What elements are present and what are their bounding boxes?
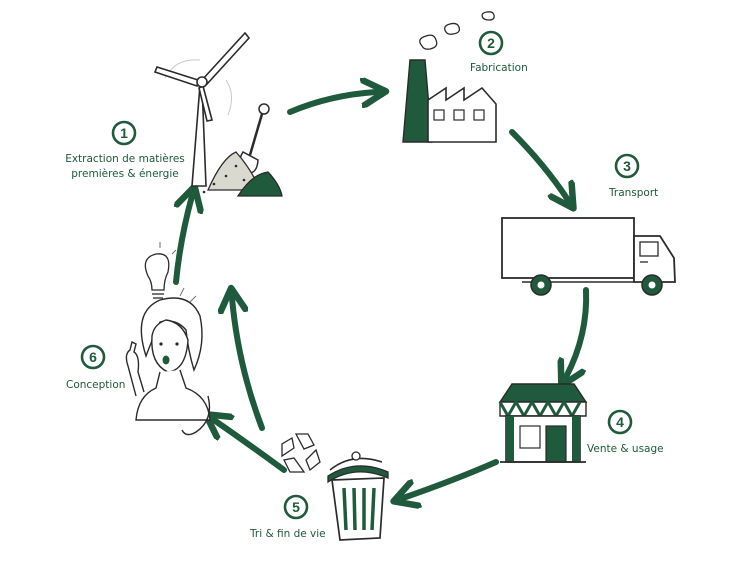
step-label-6: Conception [66,379,126,391]
step-number: 1 [120,125,128,141]
factory-icon [402,11,497,143]
arrow-1-to-2 [287,92,376,115]
step-label-1-line2: premières & énergie [71,168,179,180]
step-badge-5: 5 [283,494,309,520]
truck-icon [501,217,676,296]
step-number: 5 [292,499,300,515]
step-badge-6: 6 [80,344,106,370]
step-number: 2 [487,35,495,51]
step-number: 3 [623,158,631,174]
arrow-3-to-4 [566,287,590,377]
arrow-2-to-3 [509,129,568,200]
step-number: 6 [89,349,97,365]
step-badge-2: 2 [478,30,504,56]
step-badge-1: 1 [111,120,137,146]
arrow-5-to-6-outer [214,420,287,473]
step-label-1-line1: Extraction de matières [65,153,185,165]
step-label-1: Extraction de matières premières & énerg… [60,152,190,182]
person-lightbulb-icon [125,242,211,436]
arrow-5-to-6-inner [232,298,265,431]
cycle-arrows [173,92,590,498]
step-badge-4: 4 [607,409,633,435]
step-label-2: Fabrication [470,62,528,74]
step-label-3: Transport [609,187,659,199]
arrow-4-to-5 [403,459,499,498]
step-label-4: Vente & usage [587,443,664,455]
wind-turbine-shovel-icon [153,31,283,197]
arrow-6-to-1 [173,196,192,285]
step-number: 4 [616,414,624,430]
step-badge-3: 3 [614,153,640,179]
recycling-bin-icon [281,433,389,541]
step-label-5: Tri & fin de vie [250,528,326,540]
shop-icon [498,383,588,463]
